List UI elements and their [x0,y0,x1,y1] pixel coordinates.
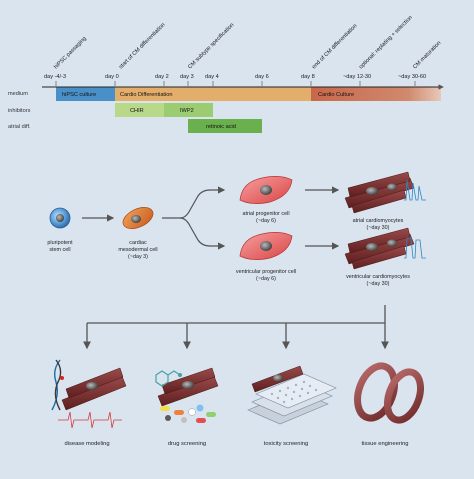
mesodermal-cell-label: mesodermal cell [118,247,157,253]
day-label: day 6 [255,74,269,80]
stem-cell: pluripotent stem cell [47,207,73,253]
toxicity-screening-illustration [247,365,337,425]
ventricular-progenitor-cell: ventricular progenitor cell (~day 6) [236,232,296,282]
row-label-inhibitors: inhibitors [8,108,31,114]
tissue-engineering-illustration [354,362,424,424]
atrial-bars: retinoic acid [188,119,262,133]
ventricular-progenitor-label: (~day 6) [256,276,276,282]
bar-cardio-differentiation [115,87,311,101]
day-label: day 3 [180,74,194,80]
event-start-cm-differentiation: start of CM differentiation [118,22,166,70]
bar-hipsc-culture [56,87,115,101]
arrow-to-ventricular [179,217,226,250]
bar-label-cardio-culture: Cardio Culture [318,92,354,98]
atrial-progenitor-cell: atrial progenitor cell (~day 6) [239,176,293,224]
application-label-toxicity-screening: toxicity screening [264,441,308,447]
event-end-cm-differentiation: end of CM differentiation [311,23,358,70]
ecg-trace-icon [58,411,122,429]
tissue-ring-icon [384,368,424,424]
bar-label-hipsc: hiPSC culture [62,92,96,98]
atrial-cm-label: (~day 30) [367,225,390,231]
mesodermal-cell: cardiac mesodermal cell (~day 3) [118,207,158,260]
event-cm-maturation: CM maturation [412,40,442,70]
day-label: day 8 [301,74,315,80]
tissue-ring-icon [354,362,398,422]
atrial-progenitor-label: atrial progenitor cell [242,211,289,217]
atrial-action-potential-trace [404,179,426,201]
disease-modeling-illustration [51,359,127,429]
bar-label-retinoic-acid: retinoic acid [206,124,236,130]
mesodermal-cell-label: cardiac [129,240,147,246]
bar-label-iwp2: IWP2 [180,108,194,114]
ventricular-cm-label: (~day 30) [367,281,390,287]
day-label: ~day 30-60 [398,74,426,80]
timeline-days: day -4/-3 day 0 day 2 day 3 day 4 day 6 … [44,74,426,80]
bar-label-cardio-diff: Cardio Differentiation [120,92,172,98]
event-cm-subtype-specification: CM subtype specification [187,22,235,70]
stem-cell-label: pluripotent [47,240,73,246]
row-label-medium: medium [8,91,28,97]
atrial-cm-label: atrial cardiomyocytes [353,218,404,224]
inhibitor-bars: CHIR IWP2 [115,103,213,117]
bar-retinoic-acid [188,119,262,133]
day-label: day 4 [205,74,219,80]
application-label-drug-screening: drug screening [168,441,206,447]
event-replating-selection: optional: replating + selection [358,15,414,71]
drug-screening-illustration [155,367,219,423]
mesodermal-cell-label: (~day 3) [128,254,148,260]
bar-chir [115,103,164,117]
timeline-ticks [55,81,416,86]
application-branches [83,305,389,350]
bar-cardio-culture [311,87,441,101]
day-label: day -4/-3 [44,74,66,80]
mutation-marker-icon [60,376,64,380]
molecule-icon [155,370,183,387]
pills-icon [160,404,216,423]
ventricular-progenitor-label: ventricular progenitor cell [236,269,296,275]
medium-bars: hiPSC culture Cardio Differentiation Car… [56,87,441,101]
well-plate-icon [247,373,337,425]
ventricular-action-potential-trace [404,237,426,259]
atrial-progenitor-label: (~day 6) [256,218,276,224]
arrow-to-atrial [162,186,226,219]
application-label-tissue-engineering: tissue engineering [361,441,408,447]
event-hipsc-passaging: hiPSC passaging [53,36,88,71]
bar-iwp2 [164,103,213,117]
ventricular-cardiomyocytes: ventricular cardiomyocytes (~day 30) [344,227,426,287]
day-label: ~day 12-30 [343,74,371,80]
application-label-disease-modeling: disease modeling [64,441,109,447]
atrial-cardiomyocytes: atrial cardiomyocytes (~day 30) [344,171,426,231]
stem-cell-label: stem cell [49,247,70,253]
dna-helix-icon [51,359,61,411]
row-label-atrial-diff: atrial diff. [8,124,31,130]
bar-label-chir: CHIR [130,108,144,114]
ventricular-cm-label: ventricular cardiomyocytes [346,274,410,280]
day-label: day 2 [155,74,169,80]
day-label: day 0 [105,74,119,80]
timeline-events: hiPSC passaging start of CM differentiat… [53,15,442,71]
